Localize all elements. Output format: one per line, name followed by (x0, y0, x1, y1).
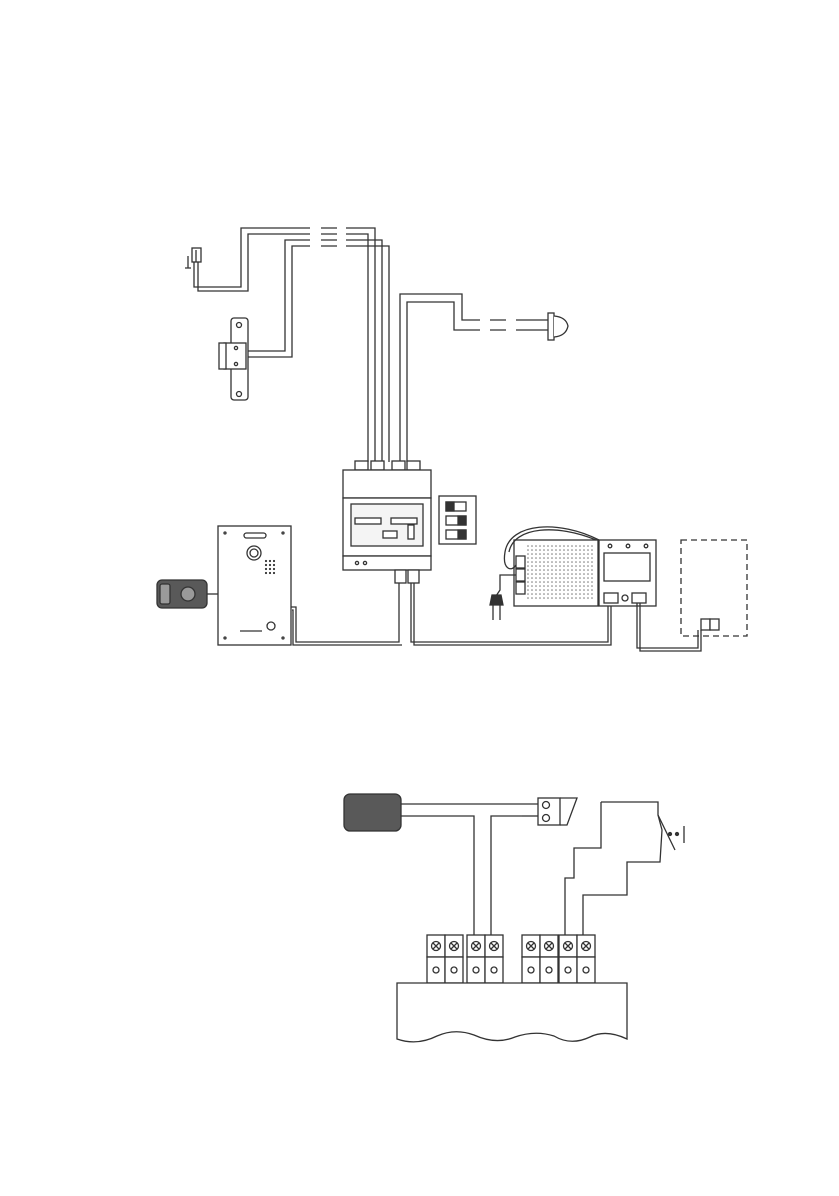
top-wiring-diagram (157, 228, 747, 651)
terminal-cell (522, 935, 540, 983)
terminal-cell (559, 935, 577, 983)
terminal-cell (467, 935, 485, 983)
terminal-cell (445, 935, 463, 983)
panel-wire (291, 583, 402, 645)
terminal-blocks (427, 935, 595, 983)
exit-button (548, 313, 568, 340)
terminal-strip (397, 983, 627, 1042)
door-lock (219, 318, 248, 400)
monitor-wire (637, 603, 701, 651)
outdoor-panel (218, 526, 291, 645)
power-supply (504, 527, 656, 606)
terminal-cell (540, 935, 558, 983)
relay-terminal (538, 798, 577, 825)
terminal-cell (427, 935, 445, 983)
external-device (344, 794, 401, 831)
button-wire (400, 294, 548, 462)
device-wires (401, 804, 538, 942)
mains-plug (490, 575, 516, 620)
electric-lock (157, 580, 218, 608)
terminal-cell (485, 935, 503, 983)
terminal-cell (577, 935, 595, 983)
bottom-wiring-diagram (344, 794, 684, 1042)
push-switch (565, 802, 684, 942)
control-module (343, 461, 431, 583)
dip-switch (439, 496, 476, 544)
indoor-monitor (681, 540, 747, 636)
